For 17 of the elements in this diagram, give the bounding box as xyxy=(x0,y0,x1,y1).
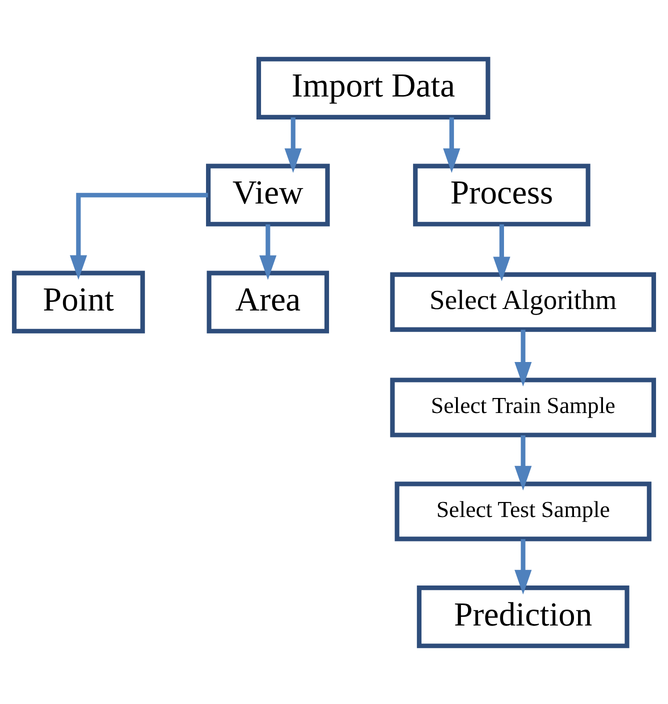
arrow xyxy=(284,116,302,172)
arrow xyxy=(259,224,276,280)
arrow xyxy=(443,116,460,172)
node-box: Prediction xyxy=(416,585,630,648)
arrow xyxy=(70,192,208,280)
node-box: Area xyxy=(206,270,330,333)
arrow xyxy=(514,329,532,386)
node-box: Process xyxy=(413,163,590,226)
node-box: Select Algorithm xyxy=(390,272,656,332)
node-box: Select Test Sample xyxy=(394,481,652,541)
arrow xyxy=(493,224,510,281)
node-box: Point xyxy=(12,270,145,333)
node-box: Import Data xyxy=(256,56,490,119)
node-box: Select Train Sample xyxy=(390,377,656,437)
node-box: View xyxy=(206,163,330,226)
arrow xyxy=(514,434,532,490)
arrow xyxy=(514,538,532,594)
